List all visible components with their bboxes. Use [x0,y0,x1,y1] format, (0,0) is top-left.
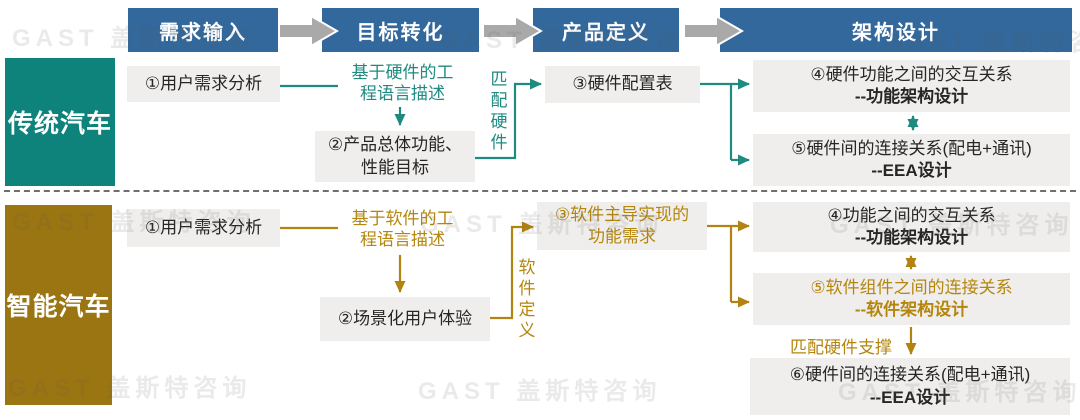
smart-step3-software-led-needs-box: ③软件主导实现的 功能需求 [537,202,707,250]
step-text: ④硬件功能之间的交互关系 [810,64,1013,84]
stage-label: 需求输入 [159,21,247,44]
smart-match-hardware-support-label: 匹配硬件支撑 [790,333,892,358]
row-label-smart-car: 智能汽车 [5,205,112,405]
trad-match-hardware-label: 匹配硬件 [486,60,508,164]
label-text: 匹配硬件支撑 [790,338,892,357]
step-text: ①用户需求分析 [144,217,263,237]
step-text: ①用户需求分析 [144,73,263,93]
stage-arrow-icon [683,14,745,48]
trad-step4-hw-function-interaction-box: ④硬件功能之间的交互关系 --功能架构设计 [753,60,1070,112]
trad-step3-hardware-config-box: ③硬件配置表 [545,66,700,103]
step-text: ⑥硬件间的连接关系(配电+通讯) [789,365,1031,385]
step-subtitle: --软件架构设计 [854,300,969,319]
smart-step5-software-component-box: ⑤软件组件之间的连接关系 --软件架构设计 [753,273,1070,325]
stage-label: 产品定义 [562,21,650,44]
step-text: ②产品总体功能、 [327,135,463,155]
vertical-label-text: 匹配硬件 [487,70,507,154]
smart-step4-function-interaction-box: ④功能之间的交互关系 --功能架构设计 [753,202,1070,252]
stage-arrow-icon [278,14,340,48]
note-line: 基于软件的工 [351,209,454,228]
trad-step5-hw-connection-box: ⑤硬件间的连接关系(配电+通讯) --EEA设计 [753,134,1070,186]
step-text: ⑤软件组件之间的连接关系 [810,277,1013,297]
step-subtitle: --EEA设计 [869,387,951,407]
trad-step2-product-goals-box: ②产品总体功能、 性能目标 [315,131,475,182]
step-text: ②场景化用户体验 [337,308,473,328]
stage-goal-transformation: 目标转化 [322,8,479,52]
vertical-label-text: 软件定义 [515,258,535,342]
smart-software-defined-label: 软件定义 [514,253,536,347]
trad-hardware-language-note: 基于硬件的工 程语言描述 [335,62,470,104]
step-text: ③软件主导实现的 [554,204,690,224]
trad-step1-user-needs-box: ①用户需求分析 [127,66,280,102]
step-text: ④功能之间的交互关系 [827,205,996,225]
step-text: 性能目标 [361,157,429,177]
smart-step2-scenario-experience-box: ②场景化用户体验 [320,297,490,341]
row-divider [4,190,1076,192]
row-label-traditional-car: 传统汽车 [5,58,115,186]
row-label-text: 传统汽车 [7,110,112,138]
stage-label: 目标转化 [356,21,445,44]
step-text: ⑤硬件间的连接关系(配电+通讯) [791,138,1032,158]
step-text: ③硬件配置表 [572,74,673,94]
note-line: 程语言描述 [360,230,445,250]
stage-arrow-icon [482,14,544,48]
note-line: 程语言描述 [360,84,445,104]
note-line: 基于硬件的工 [351,63,454,82]
stage-architecture-design: 架构设计 [720,8,1072,52]
step-subtitle: --EEA设计 [871,161,952,180]
smart-software-language-note: 基于软件的工 程语言描述 [335,208,470,250]
step-text: 功能需求 [588,227,656,246]
smart-step1-user-needs-box: ①用户需求分析 [127,209,280,247]
smart-step6-hw-connection-box: ⑥硬件间的连接关系(配电+通讯) --EEA设计 [750,358,1070,415]
stage-label: 架构设计 [852,21,940,44]
stage-product-definition: 产品定义 [533,8,679,52]
step-subtitle: --功能架构设计 [854,87,969,106]
row-label-text: 智能汽车 [6,293,111,321]
stage-requirements-input: 需求输入 [128,8,278,52]
step-subtitle: --功能架构设计 [854,228,969,247]
